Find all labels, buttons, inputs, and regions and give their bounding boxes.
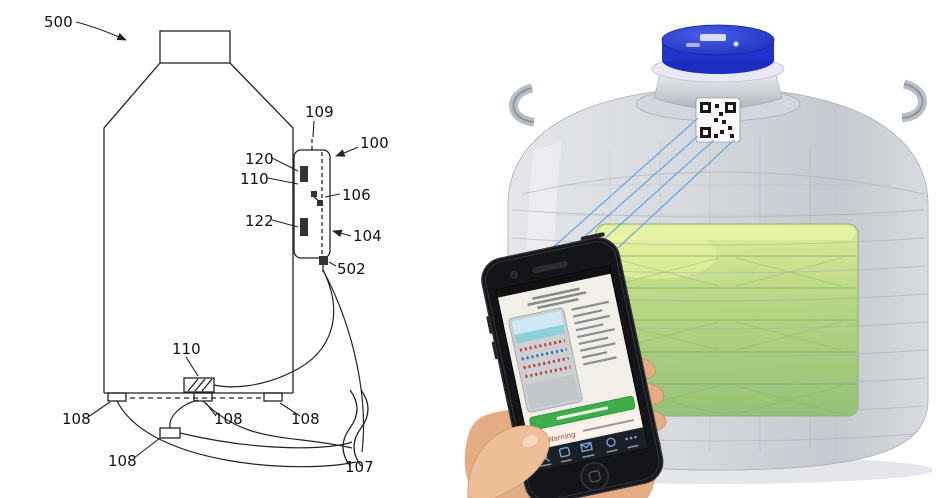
mail-icon xyxy=(579,441,593,453)
more-icon xyxy=(625,435,637,441)
component-120-110 xyxy=(300,166,308,182)
leader-104 xyxy=(332,229,352,238)
screen-side-text xyxy=(571,300,617,366)
toolbar-icon-2 xyxy=(558,446,571,458)
patent-line-drawing: 500 109 100 120 110 106 122 104 502 110 … xyxy=(44,13,389,476)
leader-502 xyxy=(328,261,337,267)
ref-label-100: 100 xyxy=(360,134,389,152)
component-106-b xyxy=(317,200,323,206)
electronics-module xyxy=(293,138,331,272)
leader-500 xyxy=(75,21,127,41)
front-camera xyxy=(510,271,518,279)
handle-right xyxy=(901,79,927,123)
screen-green-button xyxy=(529,395,636,431)
ref-label-108-right: 108 xyxy=(291,410,320,428)
smartphone: Warning xyxy=(481,232,664,498)
home-button xyxy=(580,462,609,491)
component-link xyxy=(313,196,321,203)
ref-label-122: 122 xyxy=(245,212,274,230)
earpiece-speaker xyxy=(532,260,568,274)
base-sensor xyxy=(183,377,215,393)
phone-screen: Warning xyxy=(495,265,649,473)
sensor-wiring xyxy=(116,269,365,468)
break-marks xyxy=(342,389,369,467)
leader-106 xyxy=(324,193,341,198)
leader-120 xyxy=(271,157,299,172)
ref-label-502: 502 xyxy=(337,260,366,278)
foot-right xyxy=(263,392,283,402)
status-bar xyxy=(495,265,611,298)
ref-label-109: 109 xyxy=(305,103,334,121)
leader-110-module xyxy=(267,177,299,185)
ref-label-106: 106 xyxy=(342,186,371,204)
thumb-nail xyxy=(522,434,538,448)
lid-logo xyxy=(686,34,739,47)
toolbar-labels xyxy=(540,444,639,468)
ref-label-108-center: 108 xyxy=(214,410,243,428)
connector-502 xyxy=(319,256,328,265)
leader-110-base xyxy=(185,356,199,377)
screen-warning-row: Warning xyxy=(528,411,642,449)
ref-label-108-bottom: 108 xyxy=(108,452,137,470)
leader-lines xyxy=(75,21,359,459)
tray-braces xyxy=(611,257,843,415)
leader-108-bottom xyxy=(133,437,161,459)
screen-header-text xyxy=(527,287,587,310)
container-right-wall xyxy=(229,62,294,393)
module-housing xyxy=(293,149,331,259)
hand-and-phone: Warning xyxy=(464,232,667,498)
ref-label-107: 107 xyxy=(345,458,374,476)
handle-left-edge xyxy=(512,87,535,123)
component-122 xyxy=(300,218,308,236)
container-outline xyxy=(103,30,294,402)
ref-label-104: 104 xyxy=(353,227,382,245)
power-button xyxy=(580,232,605,241)
ref-label-108-left: 108 xyxy=(62,410,91,428)
leader-108-center xyxy=(205,402,217,417)
leader-108-left xyxy=(87,401,111,418)
handle-right-edge xyxy=(901,83,924,119)
screen-tank-graphic xyxy=(508,307,583,413)
foot-left xyxy=(107,392,127,402)
leader-122 xyxy=(271,219,299,228)
ref-label-120: 120 xyxy=(245,150,274,168)
leader-109 xyxy=(312,120,315,138)
ref-label-110-module: 110 xyxy=(240,170,269,188)
container-left-wall xyxy=(103,62,161,393)
leader-100 xyxy=(335,146,359,157)
leader-108-right xyxy=(279,402,301,417)
tank-lid xyxy=(661,24,775,74)
component-106-a xyxy=(311,191,317,197)
handle-left xyxy=(509,83,535,127)
container-neck xyxy=(159,30,231,64)
tray-lines xyxy=(598,255,856,385)
ref-label-110-base: 110 xyxy=(172,340,201,358)
bottom-sensor xyxy=(159,427,181,439)
ref-label-500: 500 xyxy=(44,13,73,31)
qr-code-icon xyxy=(695,97,741,143)
toolbar-icon-4 xyxy=(606,437,616,447)
